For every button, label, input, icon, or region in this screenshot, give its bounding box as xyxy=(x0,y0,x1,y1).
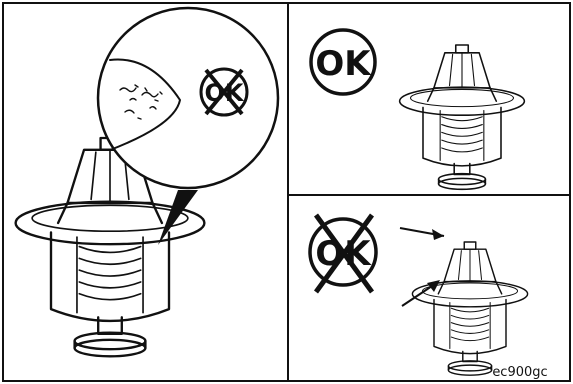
arrow-icon xyxy=(400,228,444,240)
ok-circle-icon: OK xyxy=(311,30,375,94)
good-thermostat xyxy=(400,45,525,189)
ok-crossed-icon-large: OK xyxy=(310,215,376,292)
ok-crossed-icon: OK xyxy=(201,69,247,115)
magnified-inset xyxy=(98,8,278,188)
figure-code: ec900gc xyxy=(492,365,547,380)
ok-good-label: OK xyxy=(315,44,372,84)
bad-thermostat xyxy=(412,242,527,375)
